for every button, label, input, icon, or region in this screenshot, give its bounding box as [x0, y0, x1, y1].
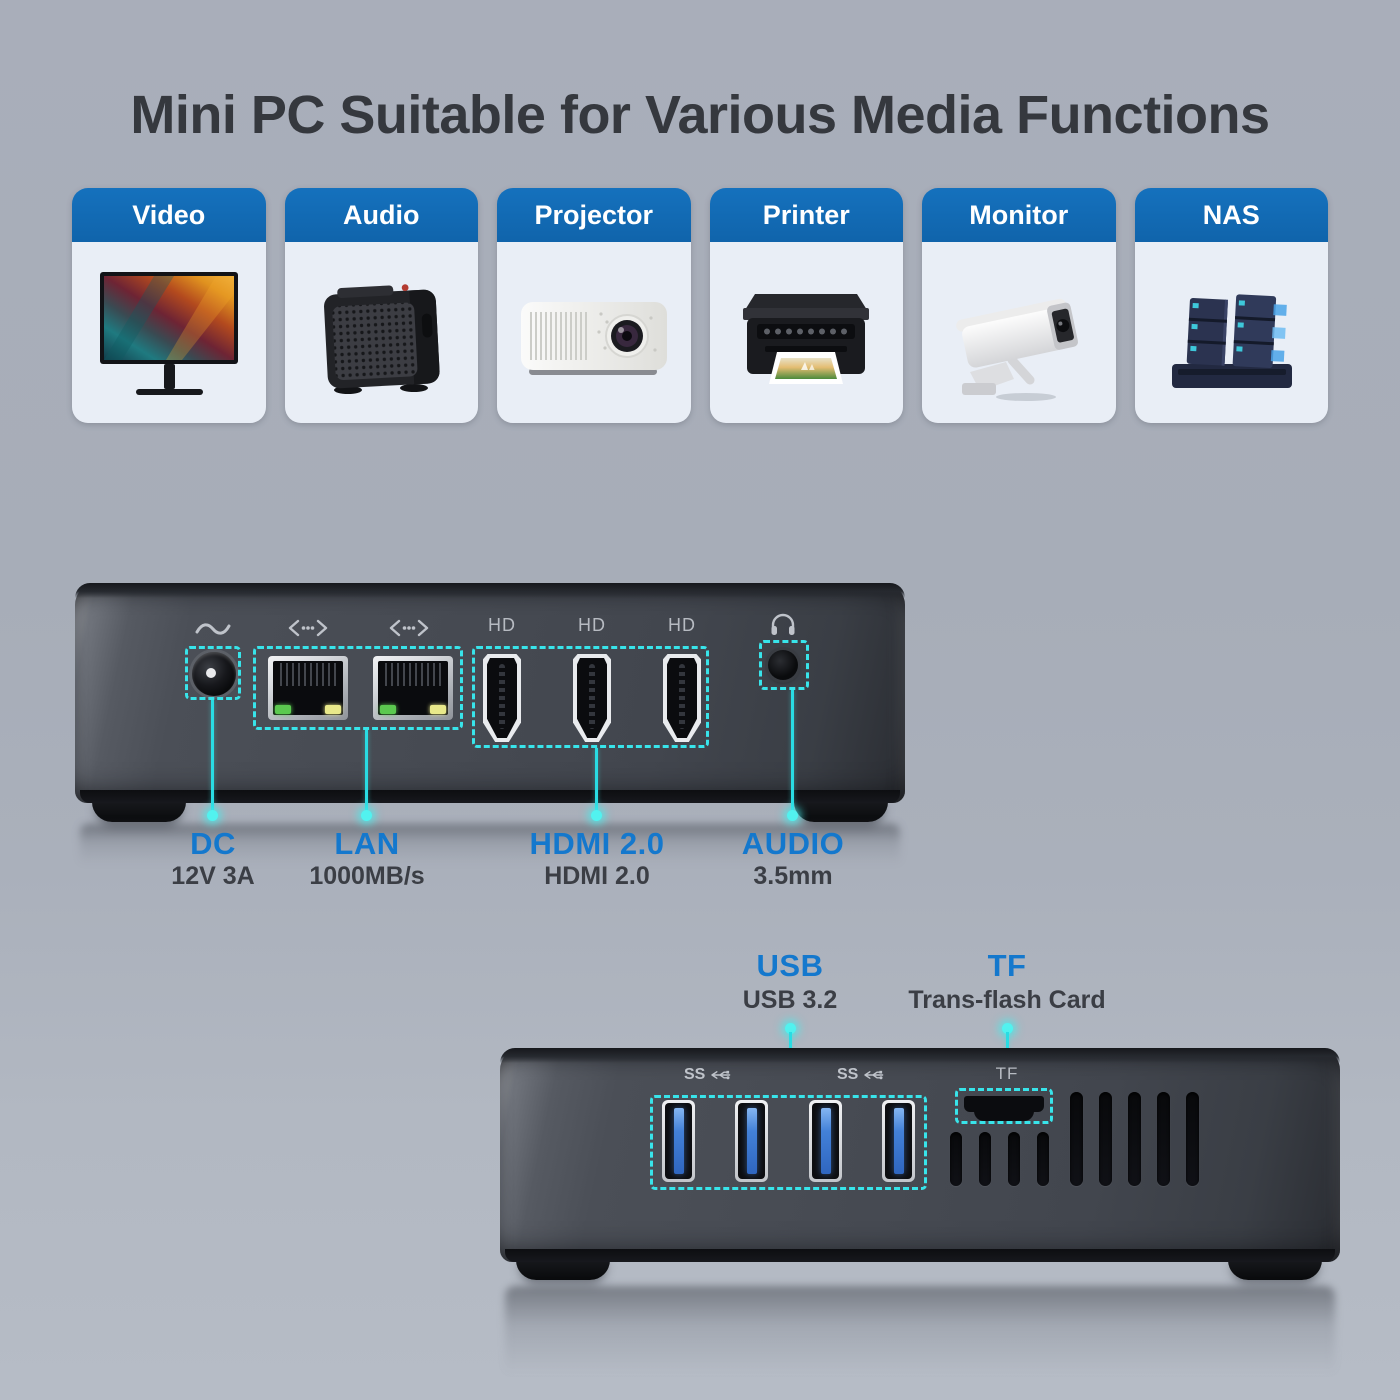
callout-dot — [207, 810, 218, 821]
callout-line-hdmi — [595, 748, 598, 812]
nas-storage-image — [1172, 293, 1293, 388]
callout-sub-dc: 12V 3A — [171, 862, 255, 890]
dc-power-jack — [192, 652, 236, 696]
card-audio: Audio — [284, 188, 478, 423]
monitor-display-image — [99, 271, 238, 395]
vent-slot — [1186, 1092, 1199, 1186]
card-label: NAS — [1134, 188, 1328, 242]
usb-port-3 — [809, 1100, 842, 1182]
card-label: Printer — [709, 188, 903, 242]
audio-jack — [768, 650, 798, 680]
callout-dot — [785, 1023, 796, 1034]
card-label: Video — [72, 188, 266, 242]
card-printer: Printer — [709, 188, 903, 423]
tf-slot-label: TF — [995, 1064, 1019, 1083]
lan-led-green — [380, 705, 396, 714]
media-cards: Video Audio — [72, 188, 1328, 423]
lan-port-2 — [373, 656, 453, 720]
printer-image — [743, 293, 870, 384]
card-monitor: Monitor — [922, 188, 1116, 423]
power-icon — [195, 623, 231, 635]
callout-label-audio: AUDIO — [741, 826, 845, 861]
card-label: Audio — [284, 188, 478, 242]
usb-port-4 — [882, 1100, 915, 1182]
callout-label-dc: DC — [190, 826, 236, 861]
vent-slot — [1008, 1132, 1020, 1186]
hd-port-label: HD — [578, 615, 606, 635]
usb-port-1 — [662, 1100, 695, 1182]
tf-card-slot — [964, 1096, 1044, 1121]
speaker-image — [324, 283, 440, 394]
hd-port-label: HD — [668, 615, 696, 635]
ethernet-icon — [389, 619, 429, 637]
vent-slot — [1070, 1092, 1083, 1186]
card-label: Projector — [497, 188, 691, 242]
lan-highlight-box — [253, 646, 463, 730]
card-video: Video — [72, 188, 266, 423]
projector-image — [520, 301, 667, 375]
device-reflection — [505, 1286, 1335, 1386]
hd-port-label: HD — [488, 615, 516, 635]
vent-slot — [1157, 1092, 1170, 1186]
callout-line-lan — [365, 730, 368, 812]
headphone-icon — [771, 613, 795, 635]
callout-line-dc — [211, 700, 214, 812]
card-projector: Projector — [497, 188, 691, 423]
callout-dot — [1002, 1023, 1013, 1034]
callout-dot — [361, 810, 372, 821]
device-reflection — [80, 824, 900, 870]
callout-label-usb: USB — [756, 948, 824, 983]
card-nas: NAS — [1134, 188, 1328, 423]
vent-slot — [1037, 1132, 1049, 1186]
callout-line-audio — [791, 690, 794, 812]
audio-highlight-box — [759, 640, 809, 690]
card-label: Monitor — [922, 188, 1116, 242]
dc-highlight-box — [185, 646, 241, 700]
vent-slot — [979, 1132, 991, 1186]
callout-label-hdmi: HDMI 2.0 — [529, 826, 665, 861]
usb-superspeed-icon: SS — [837, 1066, 885, 1084]
ethernet-icon — [288, 619, 328, 637]
callout-label-tf: TF — [987, 948, 1027, 983]
callout-label-lan: LAN — [334, 826, 400, 861]
lan-led-yellow — [325, 705, 341, 714]
callout-sub-lan: 1000MB/s — [309, 862, 425, 890]
callout-sub-hdmi: HDMI 2.0 — [544, 862, 650, 890]
callout-dot — [591, 810, 602, 821]
mini-pc-front-panel: SS SS TF — [500, 1048, 1340, 1262]
callout-sub-tf: Trans-flash Card — [908, 986, 1106, 1014]
callout-sub-audio: 3.5mm — [753, 862, 833, 890]
vent-slot — [1128, 1092, 1141, 1186]
hdmi-port-3 — [663, 654, 701, 742]
hdmi-port-1 — [483, 654, 521, 742]
tf-highlight-box — [955, 1088, 1053, 1124]
vent-slot — [1099, 1092, 1112, 1186]
cctv-camera-image — [955, 298, 1078, 401]
usb-highlight-box — [650, 1095, 927, 1190]
callout-dot — [787, 810, 798, 821]
callout-sub-usb: USB 3.2 — [742, 986, 838, 1014]
lan-led-green — [275, 705, 291, 714]
usb-port-2 — [735, 1100, 768, 1182]
usb-superspeed-icon: SS — [684, 1066, 732, 1084]
lan-port-1 — [268, 656, 348, 720]
page-title: Mini PC Suitable for Various Media Funct… — [130, 85, 1270, 145]
mini-pc-back-panel: HD HD HD — [75, 583, 905, 803]
hdmi-highlight-box — [472, 646, 709, 748]
vent-slot — [950, 1132, 962, 1186]
lan-led-yellow — [430, 705, 446, 714]
hdmi-port-2 — [573, 654, 611, 742]
